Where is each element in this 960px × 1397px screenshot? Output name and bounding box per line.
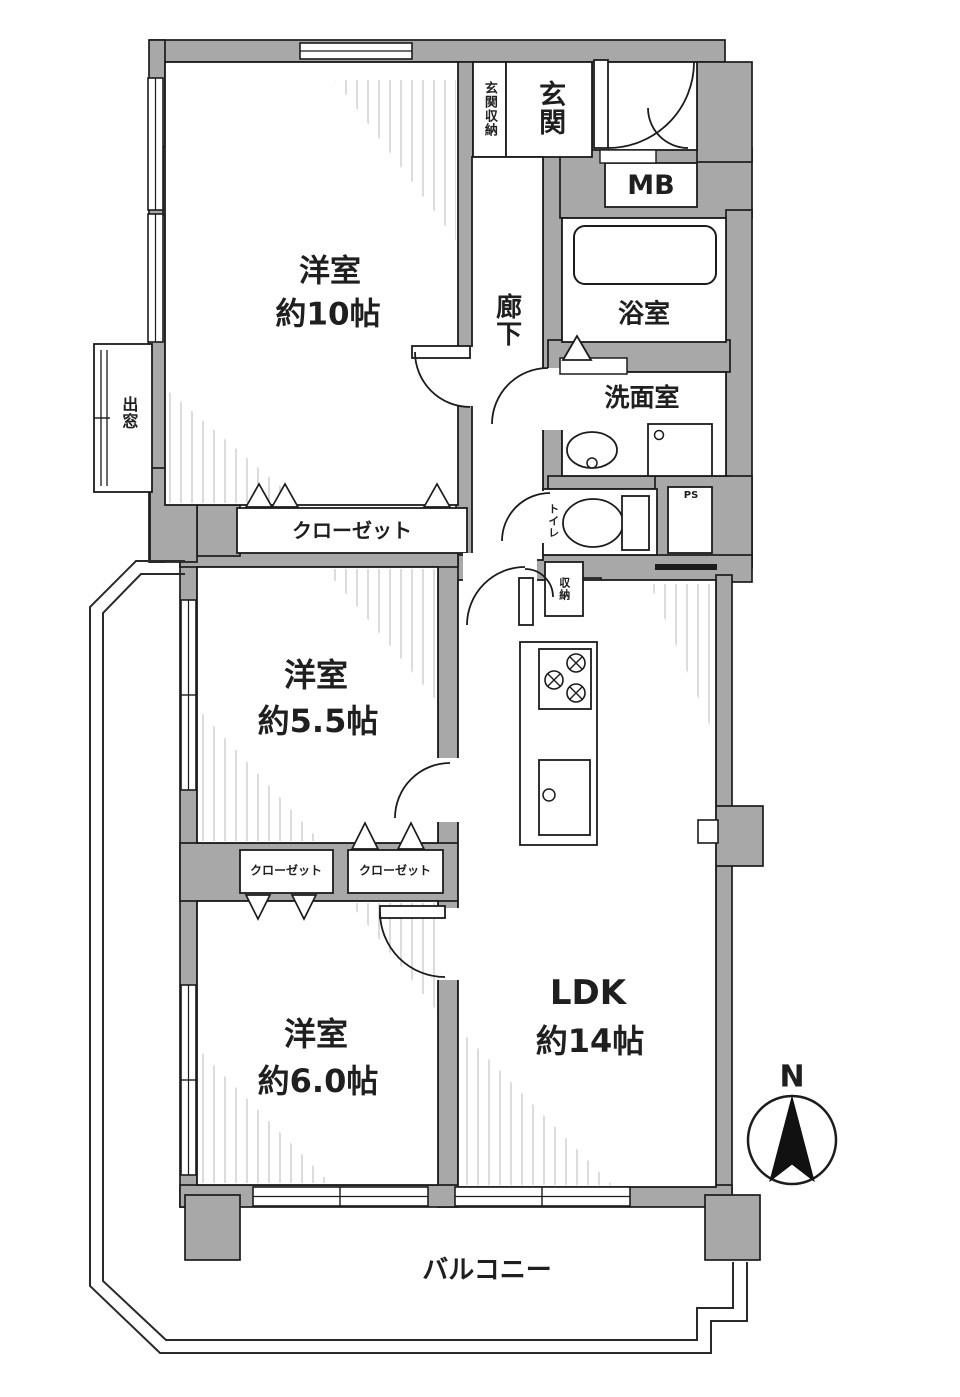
entrance-storage-label: 玄関収納 xyxy=(481,81,497,137)
toilet-tank-icon xyxy=(621,495,650,551)
room60-door-leaf xyxy=(379,905,446,919)
balcony-outline xyxy=(89,560,748,1354)
windows xyxy=(94,42,631,1207)
room60-size: 約6.0帖 xyxy=(257,1062,379,1101)
hatch-room10-bl xyxy=(167,390,300,503)
wall-balcony-pier-right xyxy=(704,1194,761,1261)
hatch-room55-tr xyxy=(325,569,436,700)
pillar-inset-box xyxy=(697,819,719,844)
ldk-door-leaf xyxy=(518,577,534,626)
closet-main-box xyxy=(236,507,468,554)
opening-room10 xyxy=(455,347,474,406)
opening-room55 xyxy=(436,758,460,822)
burner-cross-marks xyxy=(547,656,583,700)
opening-toilet xyxy=(542,491,563,543)
doors xyxy=(379,59,695,978)
entrance-door-arc xyxy=(607,61,695,149)
washroom-label: 洗面室 xyxy=(604,382,680,412)
room60-door-arc xyxy=(379,911,446,978)
entrance-storage-box xyxy=(472,61,507,158)
bathroom-label: 浴室 xyxy=(617,299,671,330)
hatch-ldk-tr xyxy=(650,584,714,735)
wall-topright-corner xyxy=(696,61,753,163)
wall-edge-bar xyxy=(655,564,717,570)
door-openings xyxy=(436,347,563,980)
hatch-ldk-bl xyxy=(460,1030,612,1185)
closet-small-right-box xyxy=(347,849,444,894)
hatch-room55-bl xyxy=(199,710,320,841)
wall-ldk-right xyxy=(715,574,733,1208)
floor-hatching xyxy=(167,80,714,1185)
hatch-room60-tr xyxy=(350,903,436,1010)
storage-door-arc xyxy=(524,568,554,598)
balcony-label: バルコニー xyxy=(422,1255,552,1286)
compass xyxy=(746,1094,838,1186)
balcony-outline-outer xyxy=(89,560,748,1354)
wash-sink-drain-icon xyxy=(586,457,598,469)
hallway-label: 廊下 xyxy=(491,293,522,347)
hatch-room60-bl xyxy=(199,1050,330,1183)
bathroom-folding-door-mark xyxy=(561,334,593,361)
closet-main-label: クローゼット xyxy=(292,518,412,543)
washroom-door-arc xyxy=(491,367,549,425)
pipe-space-box xyxy=(667,486,713,554)
entrance-label: 玄関 xyxy=(534,80,566,136)
closet-folding-marks xyxy=(244,482,452,921)
room10-door-leaf xyxy=(411,345,471,359)
closet-left-mark-1 xyxy=(244,894,272,921)
ldk-size: 約14帖 xyxy=(535,1022,645,1061)
toilet-bowl-icon xyxy=(562,498,624,548)
compass-north-label: N xyxy=(779,1059,805,1095)
entrance-hall-box xyxy=(505,61,593,158)
closet-main-mark-1 xyxy=(244,482,274,508)
ldk-name: LDK xyxy=(549,973,627,1014)
room55-size: 約5.5帖 xyxy=(257,702,379,741)
pipe-space-label: PS xyxy=(683,489,699,501)
corridor-floor xyxy=(471,156,544,561)
fixtures xyxy=(538,225,717,836)
washing-machine-tap-icon xyxy=(653,429,665,441)
toilet-label: トイレ xyxy=(546,503,560,539)
kitchen-faucet-icon xyxy=(542,788,556,802)
meter-box-label: MB xyxy=(627,169,675,201)
closet-small-left-box xyxy=(239,849,334,894)
room55-name: 洋室 xyxy=(283,656,349,695)
closet-small-left-label: クローゼット xyxy=(249,863,323,878)
bay-window-label: 出窓 xyxy=(119,396,139,430)
closet-small-right-label: クローゼット xyxy=(358,863,432,878)
opening-room60 xyxy=(436,908,460,980)
closet-main-mark-2 xyxy=(270,482,300,508)
room55-door-arc xyxy=(394,762,451,819)
wall-closet-left-block xyxy=(196,504,241,557)
room10-name: 洋室 xyxy=(299,253,361,290)
compass-needle-icon xyxy=(769,1095,815,1183)
hatch-room10-tr xyxy=(335,80,456,240)
bathtub-icon xyxy=(573,225,717,285)
ldk-door-arc xyxy=(466,566,526,626)
room60-name: 洋室 xyxy=(283,1015,349,1054)
balcony-outline-inner xyxy=(102,573,734,1341)
entrance-threshold xyxy=(599,149,657,164)
toilet-door-arc xyxy=(501,492,551,542)
storage-label: 収納 xyxy=(557,577,571,601)
room10-size: 約10帖 xyxy=(275,296,381,333)
closet-right-mark-2 xyxy=(396,821,426,850)
room10-door-arc xyxy=(414,351,471,408)
wall-balcony-pier-left xyxy=(184,1194,241,1261)
opening-washroom xyxy=(542,368,563,430)
closet-main-mark-3 xyxy=(422,482,452,508)
closet-right-mark-1 xyxy=(350,821,380,850)
entrance-door-leaf xyxy=(593,59,609,149)
closet-left-mark-2 xyxy=(290,894,318,921)
entrance-door-arc-small xyxy=(647,107,689,149)
bathroom-door-threshold xyxy=(559,357,628,375)
wall-top xyxy=(149,39,726,63)
